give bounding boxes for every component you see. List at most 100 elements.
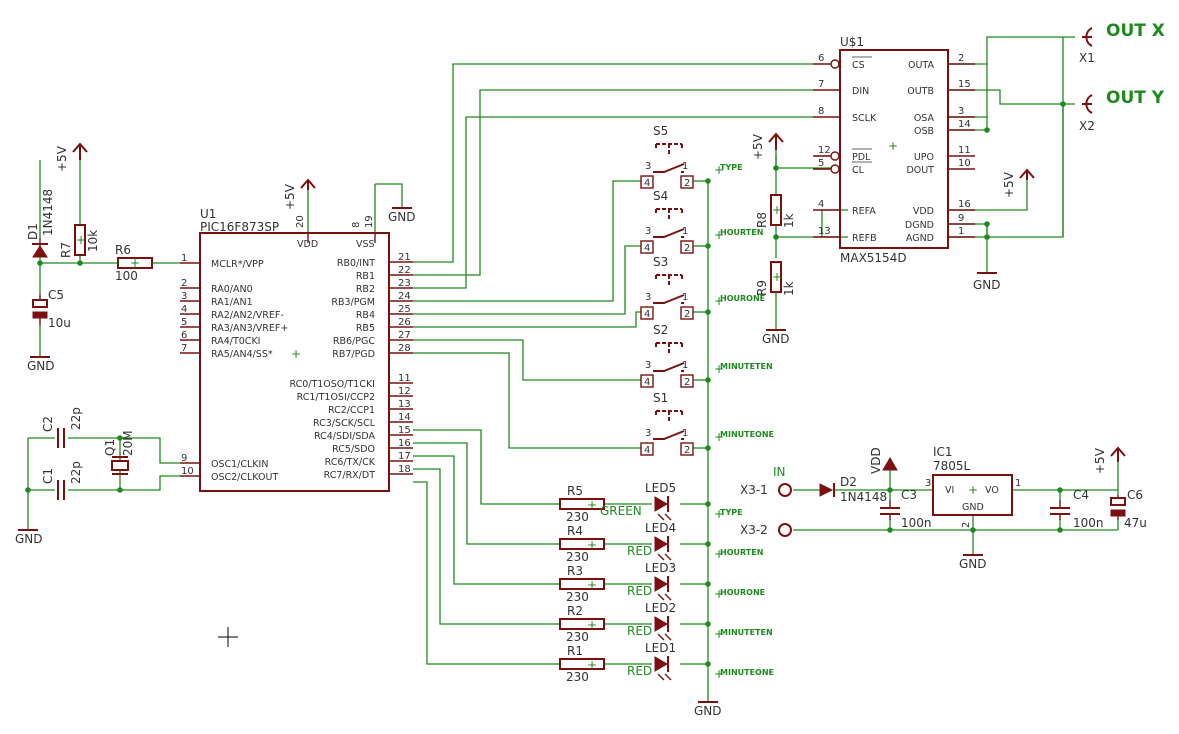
svg-text:+: + — [130, 256, 140, 270]
svg-text:+: + — [76, 233, 86, 247]
svg-text:+: + — [772, 270, 782, 284]
switch-pin-3: 3 — [645, 226, 651, 237]
switch-pin-2: 2 — [684, 309, 690, 320]
u1-right-pins: 21RB0/INT22RB123RB224RB3/PGM25RB426RB527… — [289, 252, 413, 481]
u1-pin-name: RC2/CCP1 — [328, 405, 375, 416]
u2-pin-name: REFA — [852, 206, 876, 217]
net-plus: + — [714, 362, 724, 376]
ic1-pin-out: 1 — [1015, 478, 1021, 489]
u2-pin-11: 11 — [958, 145, 971, 156]
led-resistor-ref: R4 — [567, 524, 583, 538]
d2-ref: D2 — [840, 475, 857, 489]
u2-pin-8: 8 — [818, 106, 824, 117]
u2-pin-6: 6 — [818, 53, 824, 64]
u1-pin-6: 6 — [181, 330, 187, 341]
vcc-label-u1: +5V — [283, 183, 297, 210]
u2-pin-2: 2 — [958, 53, 964, 64]
u1-pin-2: 2 — [181, 278, 187, 289]
switch-pin-1: 1 — [682, 428, 688, 439]
u2-pin-name: OUTA — [908, 60, 934, 71]
u1-pin-name: RC5/SDO — [332, 444, 375, 455]
x1-ref: X1 — [1079, 51, 1095, 65]
c5-ref: C5 — [48, 288, 64, 302]
switch-net-label: MINUTETEN — [720, 362, 773, 371]
u2-pin-7: 7 — [818, 79, 824, 90]
switch-pin-2: 2 — [684, 243, 690, 254]
c3-ref: C3 — [901, 488, 917, 502]
led-resistor-value: 230 — [566, 510, 589, 524]
u1-pin-name: RC1/T1OSI/CCP2 — [297, 392, 375, 403]
u1-pin-name: RB6/PGC — [333, 336, 375, 347]
resistor-r9: + R9 1k — [755, 261, 796, 296]
u2-pin-name: UPO — [914, 152, 934, 163]
connector-x2: X2 OUT Y — [1079, 88, 1165, 133]
u1-pin-name: RA3/AN3/VREF+ — [211, 323, 288, 334]
svg-text:+: + — [888, 139, 898, 153]
crosshair-icon — [218, 627, 238, 647]
u1-pin-name: OSC2/CLKOUT — [211, 472, 278, 483]
u2-pin-16: 16 — [958, 199, 971, 210]
switch-pin-1: 1 — [682, 161, 688, 172]
crystal-q1: Q1 20M — [103, 430, 135, 475]
u2-part: MAX5154D — [840, 251, 907, 265]
u2-pin-name: DOUT — [906, 165, 934, 176]
gnd-reg: GND — [959, 557, 987, 571]
ic1-pin-gnd: 2 — [961, 522, 972, 528]
u2-pin-4: 4 — [818, 199, 824, 210]
u2-pin-13: 13 — [818, 226, 831, 237]
u2-ref: U$1 — [840, 35, 864, 49]
led-color: RED — [627, 664, 652, 678]
c3-value: 100n — [901, 516, 932, 530]
u2-pin-name: VDD — [913, 206, 934, 217]
switch-ref: S2 — [653, 323, 668, 337]
q1-value: 20M — [121, 430, 135, 456]
r6-ref: R6 — [115, 243, 131, 257]
svg-text:+: + — [587, 538, 597, 552]
net-plus: + — [714, 587, 724, 601]
u1-pin-name: MCLR*/VPP — [211, 259, 264, 270]
switch-ref: S5 — [653, 124, 668, 138]
led-color: RED — [627, 544, 652, 558]
net-plus: + — [714, 547, 724, 561]
u1-part: PIC16F873SP — [200, 220, 279, 234]
vcc-label-max: +5V — [1002, 171, 1016, 198]
net-plus: + — [714, 163, 724, 177]
x3-1-ref: X3-1 — [740, 483, 768, 497]
in-label: IN — [773, 465, 786, 479]
c6-value: 47u — [1124, 516, 1147, 530]
u2-pin-3: 3 — [958, 106, 964, 117]
switch-net-label: HOURONE — [720, 294, 765, 303]
switch-pin-4: 4 — [644, 377, 650, 388]
u2-right-pins: 2OUTA15OUTB3OSA14OSB11UPO10DOUT16VDD9DGN… — [905, 53, 975, 244]
u2-pin-name: AGND — [906, 233, 934, 244]
r8-value: 1k — [782, 213, 796, 228]
switch-net-label: MINUTEONE — [720, 430, 774, 439]
u1-pin-name: RC0/T1OSO/T1CKI — [289, 379, 375, 390]
u1-pin-22: 22 — [398, 265, 411, 276]
switch-pin-2: 2 — [684, 445, 690, 456]
r9-value: 1k — [782, 281, 796, 296]
junctions — [25, 101, 1066, 667]
u1-pin-7: 7 — [181, 343, 187, 354]
u1-pin-name: RB1 — [356, 271, 375, 282]
u2-pin-name: REFB — [852, 233, 877, 244]
resistor-r8: + R8 1k — [755, 194, 796, 228]
u1-left-pins: 1MCLR*/VPP2RA0/AN03RA1/AN14RA2/AN2/VREF-… — [180, 253, 288, 483]
u2-max5154: U$1 MAX5154D 6CS7DIN8SCLK12PDL5CL4REFA13… — [813, 35, 975, 265]
out-y-label: OUT Y — [1106, 88, 1165, 108]
switch-pin-2: 2 — [684, 377, 690, 388]
led-group: +R5230LED5GREEN+TYPE+R4230LED4RED+HOURTE… — [559, 481, 774, 684]
power-symbols: +5V +5V +5V +5V +5V VDD GND GND GND GND … — [15, 132, 1126, 718]
led-resistor-ref: R3 — [567, 564, 583, 578]
u1-pin-11: 11 — [398, 373, 411, 384]
vcc-label-c6: +5V — [1093, 447, 1107, 474]
u2-pin-name: OSB — [914, 126, 934, 137]
switch-ref: S1 — [653, 391, 668, 405]
led-ref: LED1 — [645, 641, 676, 655]
